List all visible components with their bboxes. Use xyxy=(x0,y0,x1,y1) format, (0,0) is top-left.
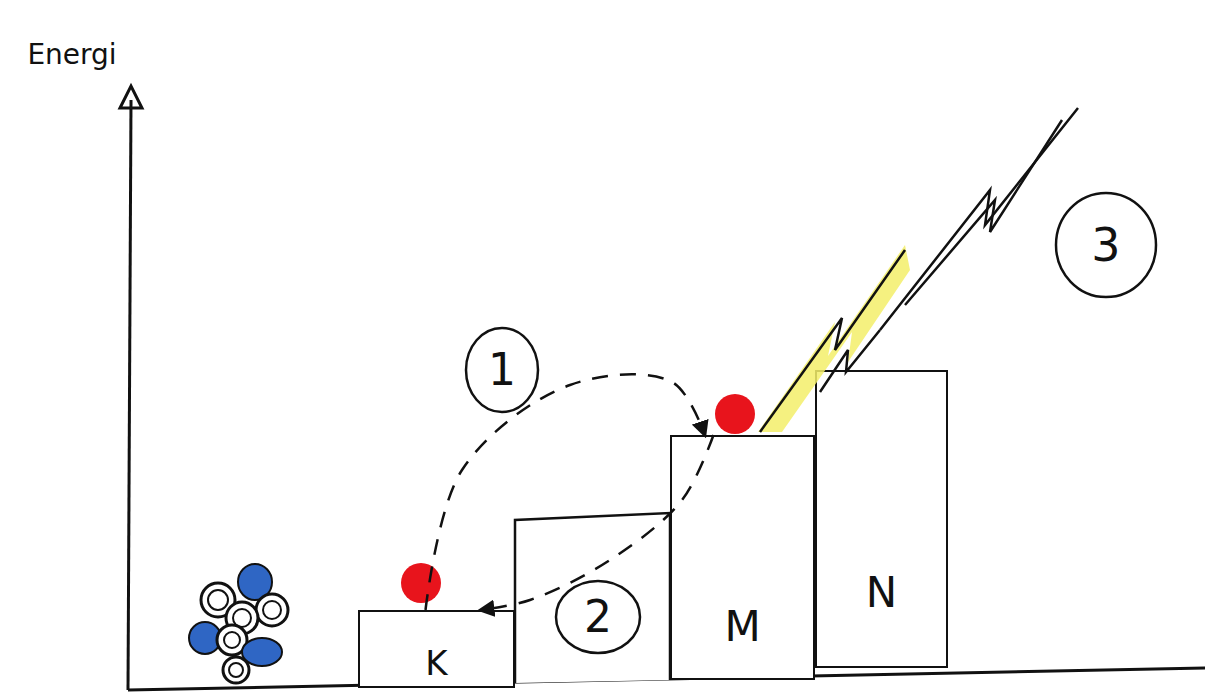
callout-number: 3 xyxy=(1091,222,1120,268)
energy-level-box: K xyxy=(358,610,515,688)
callout-number: 2 xyxy=(584,595,612,639)
energy-level-box: M xyxy=(670,435,815,680)
axis-label: Energi xyxy=(27,41,116,69)
nucleus xyxy=(189,564,288,683)
electron xyxy=(715,394,755,434)
transition-arrow xyxy=(426,374,705,610)
energy-axis xyxy=(128,100,131,690)
callout-circle xyxy=(1056,193,1156,297)
shell-name: K xyxy=(425,646,447,680)
axis-arrowhead xyxy=(120,86,142,108)
shell-name: N xyxy=(866,572,897,614)
energy-level-box: N xyxy=(815,370,948,668)
energy-step xyxy=(515,513,670,683)
callout-circle xyxy=(466,328,538,412)
electron xyxy=(401,563,441,603)
callout-circle xyxy=(556,581,640,653)
callout-number: 1 xyxy=(488,348,516,392)
shell-name: M xyxy=(724,606,760,648)
